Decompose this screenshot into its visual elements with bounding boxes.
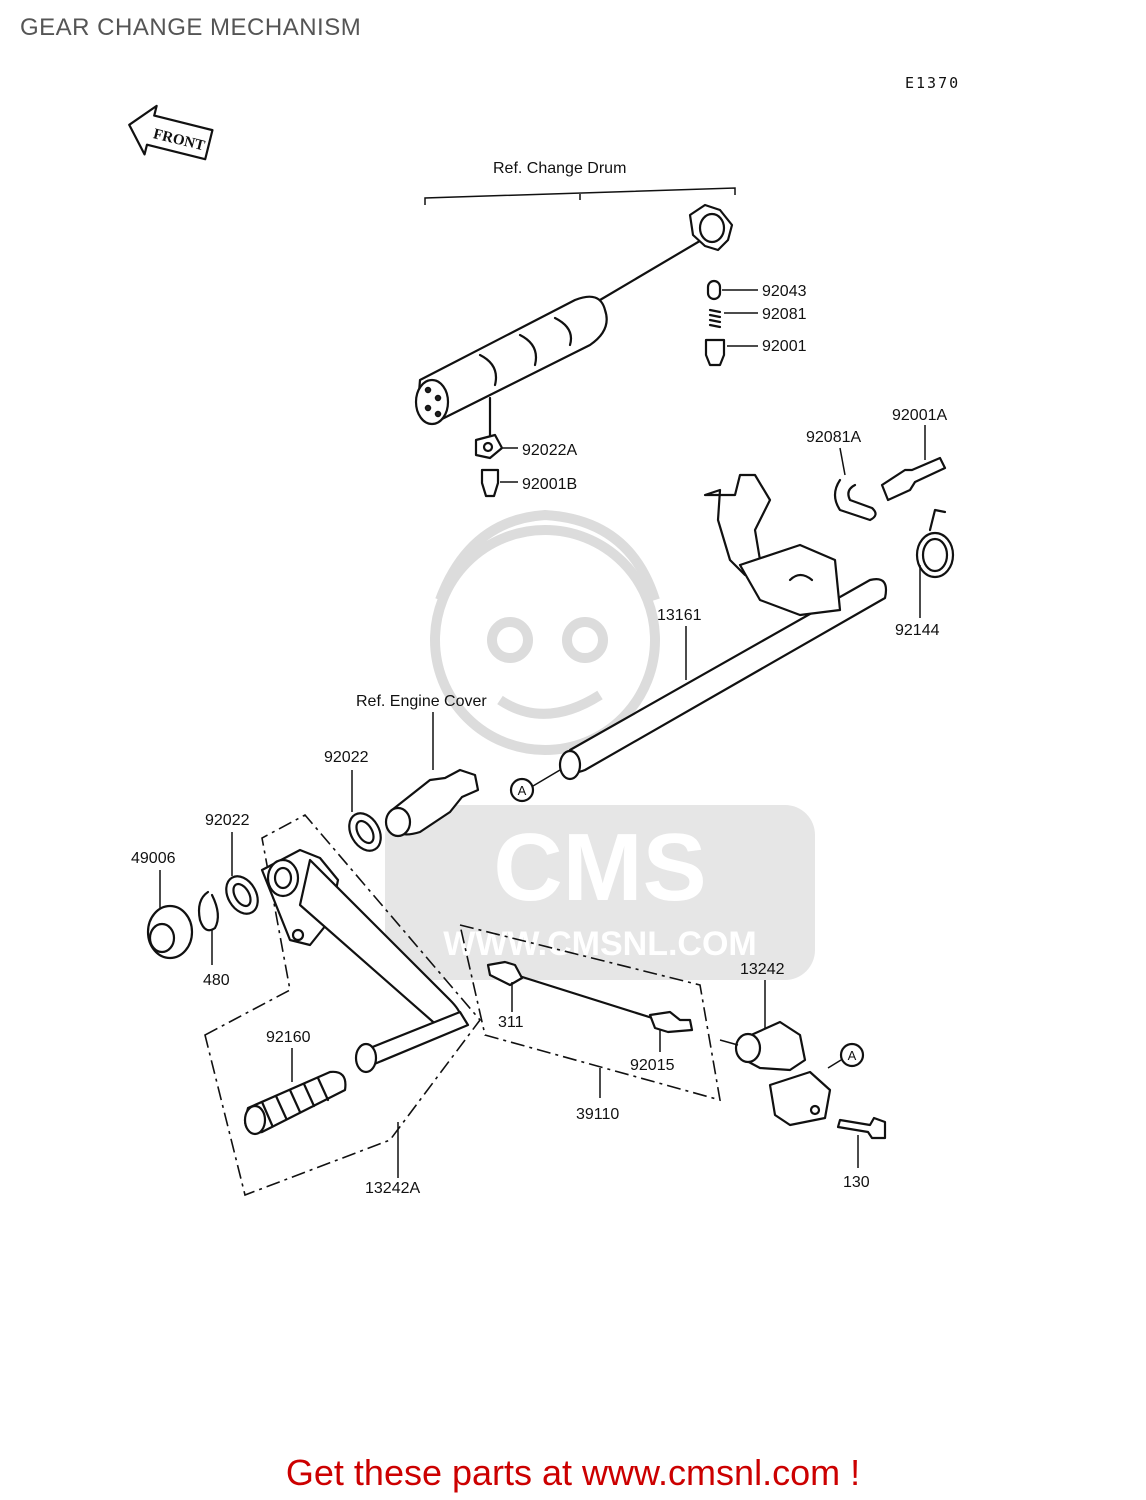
part-92081-spring-icon <box>708 308 758 329</box>
part-13242-lever-icon <box>719 980 832 1127</box>
part-label-92022A: 92022A <box>522 442 577 459</box>
part-92081A-spring-icon <box>833 447 877 522</box>
part-92022-pedal-washer-icon <box>225 832 259 915</box>
part-92022A-washer-icon <box>474 433 518 460</box>
part-label-130: 130 <box>843 1174 870 1191</box>
watermark: CMS WWW.CMSNL.COM <box>385 509 815 980</box>
part-label-49006: 49006 <box>131 850 176 867</box>
watermark-mascot-helmet-icon <box>435 509 660 602</box>
exploded-parts-diagram: CMS WWW.CMSNL.COM E1370 FRONT Ref. Chang… <box>128 74 960 1197</box>
part-92043-pin-icon <box>706 279 758 301</box>
part-92001B-bolt-icon <box>480 468 518 498</box>
part-label-92001A: 92001A <box>892 407 947 424</box>
part-label-92043: 92043 <box>762 283 807 300</box>
change-drum-icon <box>414 203 734 442</box>
watermark-brand: CMS <box>493 814 706 921</box>
part-49006-cap-icon <box>146 870 194 960</box>
part-label-92001B: 92001B <box>522 476 577 493</box>
page-title: GEAR CHANGE MECHANISM <box>20 14 362 41</box>
part-92160-rubber-icon <box>243 1048 347 1136</box>
part-label-92001: 92001 <box>762 338 807 355</box>
part-label-92022-pedal: 92022 <box>205 812 250 829</box>
part-label-92022-cover: 92022 <box>324 749 369 766</box>
engine-cover-stud-icon <box>384 768 480 838</box>
part-number-labels: 92043 92081 92001 92022A 92001B 92001A 9… <box>131 283 947 1197</box>
shift-shaft-icon <box>558 473 888 781</box>
part-480-circlip-icon <box>197 890 219 965</box>
promo-link[interactable]: Get these parts at www.cmsnl.com ! <box>285 1452 861 1493</box>
callout-a-shaft: A <box>509 769 561 803</box>
part-label-92144: 92144 <box>895 622 940 639</box>
front-arrow-icon: FRONT <box>128 104 214 161</box>
change-drum-bracket <box>424 187 736 205</box>
part-label-13161: 13161 <box>657 607 702 624</box>
part-label-92015: 92015 <box>630 1057 675 1074</box>
part-label-92081: 92081 <box>762 306 807 323</box>
part-92001-bolt-icon <box>704 338 758 367</box>
callout-a-lever: A <box>827 1042 865 1069</box>
tie-rod-assembly-icon <box>458 923 722 1102</box>
watermark-banner-icon <box>385 805 815 980</box>
part-label-13242A: 13242A <box>365 1180 420 1197</box>
shift-pedal-icon <box>204 813 482 1197</box>
watermark-url: WWW.CMSNL.COM <box>443 925 757 963</box>
part-label-92160: 92160 <box>266 1029 311 1046</box>
part-label-311: 311 <box>498 1014 524 1031</box>
part-label-39110: 39110 <box>576 1106 619 1123</box>
watermark-mascot-head-icon <box>430 525 660 755</box>
part-130-bolt-icon <box>836 1116 887 1168</box>
part-label-13242: 13242 <box>740 961 785 978</box>
part-92001A-bolt-icon <box>880 425 947 502</box>
part-92144-spring-icon <box>915 508 955 618</box>
part-label-480: 480 <box>203 972 230 989</box>
svg-text:A: A <box>848 1048 857 1063</box>
part-label-92081A: 92081A <box>806 429 861 446</box>
part-92022-cover-washer-icon <box>348 770 382 852</box>
svg-text:A: A <box>518 783 527 798</box>
ref-change-drum-label: Ref. Change Drum <box>493 160 626 177</box>
ref-engine-cover-label: Ref. Engine Cover <box>356 693 487 710</box>
diagram-code: E1370 <box>905 74 960 92</box>
